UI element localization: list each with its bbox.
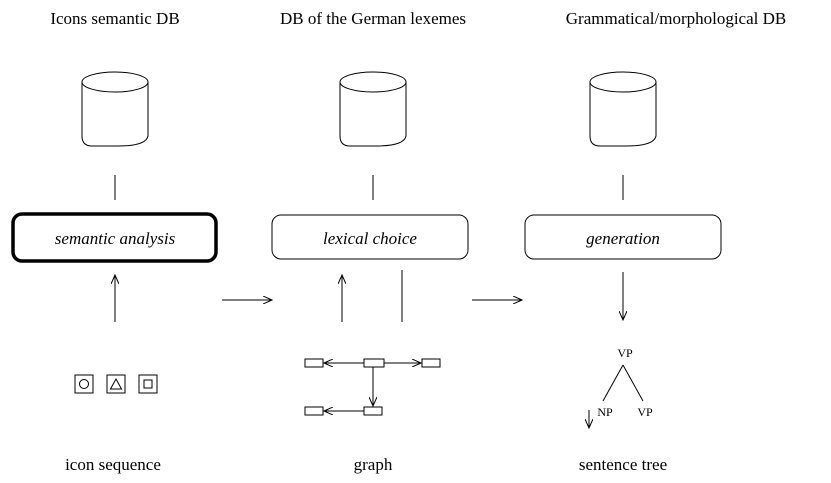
tree-root-label: VP — [617, 346, 633, 360]
graph-figure — [304, 358, 441, 416]
process-box-generation — [524, 214, 722, 260]
process-label-generation: generation — [586, 229, 660, 248]
graph-node — [421, 358, 441, 368]
caption-sentence-tree: sentence tree — [579, 455, 667, 474]
graph-node — [363, 406, 383, 416]
tree-branch — [602, 364, 624, 402]
db-title-grammar: Grammatical/morphological DB — [566, 9, 786, 28]
process-label-lexical-choice: lexical choice — [323, 229, 417, 248]
process-box-lexical-choice — [271, 214, 469, 260]
tree-left-label: NP — [597, 405, 613, 419]
database-icon-lexemes — [339, 71, 407, 147]
circle-icon — [74, 374, 94, 394]
db-title-icons: Icons semantic DB — [50, 9, 179, 28]
caption-icon-sequence: icon sequence — [65, 455, 161, 474]
database-icon-icons — [81, 71, 149, 147]
triangle-icon — [106, 374, 126, 394]
tree-branch — [622, 364, 644, 402]
tree-right-label: VP — [637, 405, 653, 419]
database-icon-grammar — [589, 71, 657, 147]
graph-node — [363, 358, 385, 368]
process-label-semantic-analysis: semantic analysis — [55, 229, 176, 248]
db-title-lexemes: DB of the German lexemes — [280, 9, 466, 28]
icon-sequence — [74, 374, 158, 394]
graph-node — [304, 358, 324, 368]
square-icon — [138, 374, 158, 394]
caption-graph: graph — [354, 455, 393, 474]
process-box-semantic-analysis — [11, 212, 218, 263]
sentence-tree: VP NP VP — [589, 346, 653, 428]
graph-node — [304, 406, 324, 416]
